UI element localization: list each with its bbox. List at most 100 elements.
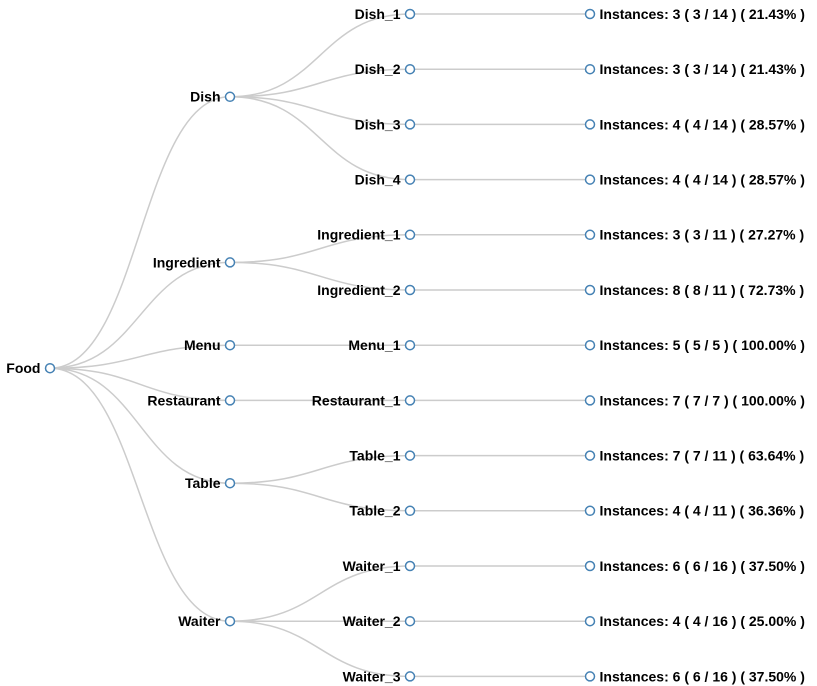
node-table[interactable]: Table [185,475,236,491]
node-ingredient-2-instances-circle[interactable] [584,284,596,296]
node-menu-1-instances-circle[interactable] [584,339,596,351]
node-ingredient-1-label: Ingredient_1 [317,227,400,243]
node-waiter-2-instances-circle[interactable] [584,615,596,627]
node-table-2-label: Table_2 [349,503,400,519]
node-table-circle[interactable] [224,477,236,489]
node-dish-2-label: Dish_2 [355,61,401,77]
node-menu-1-instances[interactable]: Instances: 5 ( 5 / 5 ) ( 100.00% ) [584,337,805,353]
node-waiter-3-instances-circle[interactable] [584,671,596,682]
node-dish-4-circle[interactable] [404,174,416,185]
node-waiter-2[interactable]: Waiter_2 [343,613,416,629]
node-ingredient-2-circle[interactable] [404,284,416,296]
node-dish-2-instances[interactable]: Instances: 3 ( 3 / 14 ) ( 21.43% ) [584,61,805,77]
node-food[interactable]: Food [6,360,56,376]
node-waiter-2-instances[interactable]: Instances: 4 ( 4 / 16 ) ( 25.00% ) [584,613,805,629]
node-dish-1-label: Dish_1 [355,6,401,22]
link-waiter-waiter-3 [229,620,411,678]
node-table-1-circle[interactable] [404,450,416,461]
node-ingredient-2-instances-label: Instances: 8 ( 8 / 11 ) ( 72.73% ) [600,282,805,298]
node-restaurant-1-instances-circle[interactable] [584,395,596,406]
node-waiter-1[interactable]: Waiter_1 [343,558,416,574]
node-dish-3-instances[interactable]: Instances: 4 ( 4 / 14 ) ( 28.57% ) [584,116,805,132]
node-waiter-2-circle[interactable] [404,615,416,627]
node-table-2-circle[interactable] [404,505,416,517]
node-table-2[interactable]: Table_2 [349,503,416,519]
node-table-1-label: Table_1 [349,448,400,464]
node-dish-3-label: Dish_3 [355,116,401,132]
node-menu-1-circle[interactable] [404,339,416,351]
node-waiter-1-instances-label: Instances: 6 ( 6 / 16 ) ( 37.50% ) [600,558,805,574]
node-table-1-instances-circle[interactable] [584,450,596,461]
node-ingredient-1-instances-circle[interactable] [584,229,596,241]
node-dish-3[interactable]: Dish_3 [355,116,416,132]
node-dish-label: Dish [190,89,220,105]
node-dish-4[interactable]: Dish_4 [355,172,416,188]
node-waiter-circle[interactable] [224,615,236,627]
node-restaurant-1-circle[interactable] [404,395,416,406]
node-waiter-3-label: Waiter_3 [343,668,401,684]
node-dish-2-instances-circle[interactable] [584,63,596,75]
node-dish-3-circle[interactable] [404,119,416,130]
node-waiter-1-instances[interactable]: Instances: 6 ( 6 / 16 ) ( 37.50% ) [584,558,805,574]
node-table-1[interactable]: Table_1 [349,448,416,464]
node-dish-2[interactable]: Dish_2 [355,61,416,77]
node-dish-4-instances-circle[interactable] [584,174,596,185]
node-food-circle[interactable] [44,362,56,374]
node-ingredient-1-circle[interactable] [404,229,416,241]
node-dish[interactable]: Dish [190,89,236,105]
node-restaurant-1-instances-label: Instances: 7 ( 7 / 7 ) ( 100.00% ) [600,392,805,408]
node-waiter-3-instances[interactable]: Instances: 6 ( 6 / 16 ) ( 37.50% ) [584,668,805,684]
node-ingredient-circle[interactable] [224,257,236,268]
node-restaurant-1[interactable]: Restaurant_1 [312,392,416,408]
node-ingredient-label: Ingredient [153,254,221,270]
node-restaurant-label: Restaurant [147,392,220,408]
node-waiter-1-circle[interactable] [404,560,416,572]
node-waiter-3[interactable]: Waiter_3 [343,668,416,684]
node-dish-1-instances-circle[interactable] [584,8,596,20]
node-ingredient-1-instances[interactable]: Instances: 3 ( 3 / 11 ) ( 27.27% ) [584,227,805,243]
node-ingredient[interactable]: Ingredient [153,254,236,270]
node-dish-1-instances-label: Instances: 3 ( 3 / 14 ) ( 21.43% ) [600,6,805,22]
link-food-menu [49,344,231,369]
node-table-1-instances[interactable]: Instances: 7 ( 7 / 11 ) ( 63.64% ) [584,448,805,464]
node-table-2-instances-label: Instances: 4 ( 4 / 11 ) ( 36.36% ) [600,503,805,519]
node-dish-1[interactable]: Dish_1 [355,6,416,22]
node-dish-4-label: Dish_4 [355,172,401,188]
node-menu-1[interactable]: Menu_1 [348,337,416,353]
node-waiter-1-instances-circle[interactable] [584,560,596,572]
node-waiter-3-circle[interactable] [404,671,416,682]
node-ingredient-1[interactable]: Ingredient_1 [317,227,416,243]
node-menu-label: Menu [184,337,221,353]
node-restaurant-circle[interactable] [224,395,236,406]
node-dish-2-circle[interactable] [404,63,416,75]
node-ingredient-2-instances[interactable]: Instances: 8 ( 8 / 11 ) ( 72.73% ) [584,282,805,298]
link-table-table-2 [229,482,411,512]
node-menu[interactable]: Menu [184,337,236,353]
node-restaurant-1-label: Restaurant_1 [312,392,401,408]
node-menu-circle[interactable] [224,339,236,351]
link-ingredient-ingredient-2 [229,261,411,291]
node-waiter-3-instances-label: Instances: 6 ( 6 / 16 ) ( 37.50% ) [600,668,805,684]
link-food-table [49,367,231,484]
node-table-2-instances[interactable]: Instances: 4 ( 4 / 11 ) ( 36.36% ) [584,503,805,519]
link-food-restaurant [49,367,231,402]
node-dish-1-circle[interactable] [404,8,416,20]
node-dish-3-instances-circle[interactable] [584,119,596,130]
node-dish-3-instances-label: Instances: 4 ( 4 / 14 ) ( 28.57% ) [600,116,805,132]
node-dish-4-instances[interactable]: Instances: 4 ( 4 / 14 ) ( 28.57% ) [584,172,805,188]
node-menu-1-instances-label: Instances: 5 ( 5 / 5 ) ( 100.00% ) [600,337,805,353]
link-food-dish [49,96,231,369]
node-dish-circle[interactable] [224,91,236,103]
node-dish-1-instances[interactable]: Instances: 3 ( 3 / 14 ) ( 21.43% ) [584,6,805,22]
node-dish-2-instances-label: Instances: 3 ( 3 / 14 ) ( 21.43% ) [600,61,805,77]
link-dish-dish-2 [229,68,411,98]
node-waiter[interactable]: Waiter [178,613,236,629]
node-restaurant[interactable]: Restaurant [147,392,236,408]
node-menu-1-label: Menu_1 [348,337,400,353]
node-restaurant-1-instances[interactable]: Instances: 7 ( 7 / 7 ) ( 100.00% ) [584,392,805,408]
link-waiter-waiter-1 [229,565,411,622]
node-table-2-instances-circle[interactable] [584,505,596,517]
node-ingredient-2[interactable]: Ingredient_2 [317,282,416,298]
link-dish-dish-4 [229,96,411,181]
